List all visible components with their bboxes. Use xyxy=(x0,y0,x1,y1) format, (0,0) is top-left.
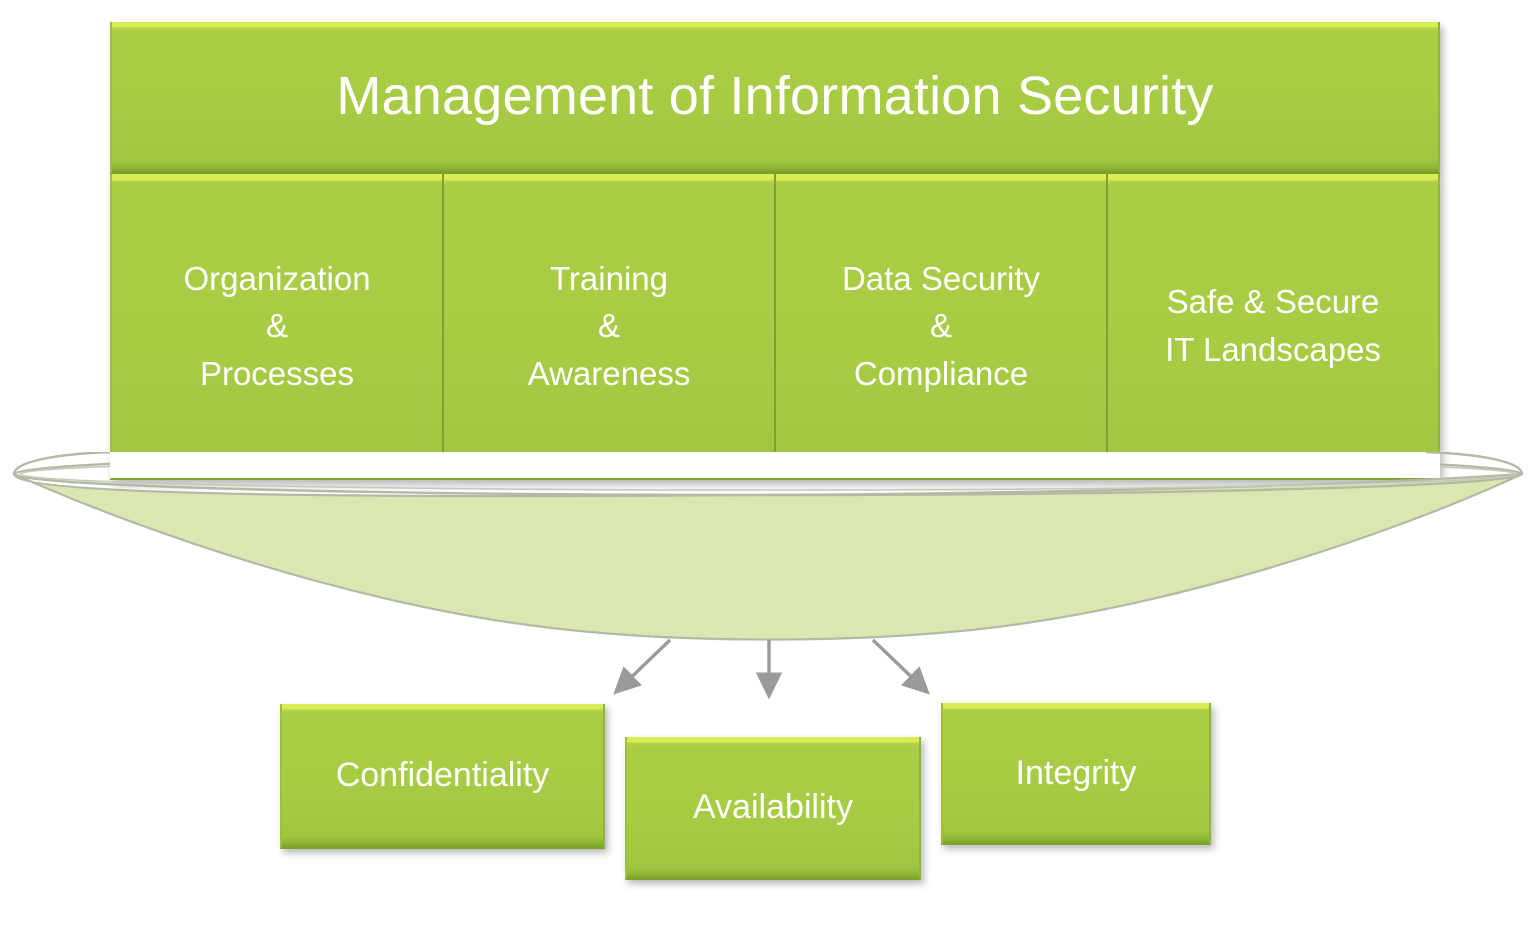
pillar-line-1: Data Security xyxy=(841,259,1041,297)
pillar-line-2: & xyxy=(929,307,952,345)
outcome-label: Confidentiality xyxy=(335,756,550,795)
pillar-line-1: Organization xyxy=(183,259,371,297)
pillar-row: Organization & Processes Training & Awar… xyxy=(110,174,1440,480)
outcome-label: Integrity xyxy=(1015,753,1137,792)
pillar-label: Safe & Secure IT Landscapes xyxy=(1165,278,1381,373)
pillar-line-3: Awareness xyxy=(527,354,691,392)
funnel-rim-left-tip xyxy=(12,450,111,475)
pillar-line-2: IT Landscapes xyxy=(1165,331,1381,368)
arrow-to-confidentiality xyxy=(613,638,672,695)
pillar-safe-secure-it-landscapes: Safe & Secure IT Landscapes xyxy=(1108,174,1438,478)
header-block-management-of-information-security: Management of Information Security xyxy=(110,22,1440,174)
funnel-body xyxy=(12,472,1523,641)
arrow-to-integrity xyxy=(871,638,930,695)
pillar-data-security-compliance: Data Security & Compliance xyxy=(776,174,1108,478)
pillar-line-1: Safe & Secure xyxy=(1166,283,1380,321)
pillar-label: Data Security & Compliance xyxy=(842,255,1040,398)
pillar-line-2: & xyxy=(597,307,620,345)
outcome-label: Availability xyxy=(692,788,853,827)
outcome-block-integrity: Integrity xyxy=(941,703,1211,845)
pillar-line-3: Compliance xyxy=(853,354,1029,392)
connector-arrow-layer xyxy=(560,628,980,723)
pillar-line-1: Training xyxy=(550,259,668,297)
pillar-line-3: Processes xyxy=(199,354,355,392)
pillar-label: Organization & Processes xyxy=(183,255,370,398)
pillar-line-2: & xyxy=(265,307,288,345)
outcome-block-confidentiality: Confidentiality xyxy=(280,704,605,849)
pillar-training-awareness: Training & Awareness xyxy=(444,174,776,478)
pillar-label: Training & Awareness xyxy=(528,255,691,398)
funnel-shape xyxy=(12,450,1524,641)
page-title: Management of Information Security xyxy=(336,66,1214,127)
pillar-organization-processes: Organization & Processes xyxy=(112,174,444,478)
funnel-shape-container xyxy=(0,450,1536,652)
funnel-rim-right-tip xyxy=(1425,450,1524,475)
outcome-block-availability: Availability xyxy=(625,737,921,880)
